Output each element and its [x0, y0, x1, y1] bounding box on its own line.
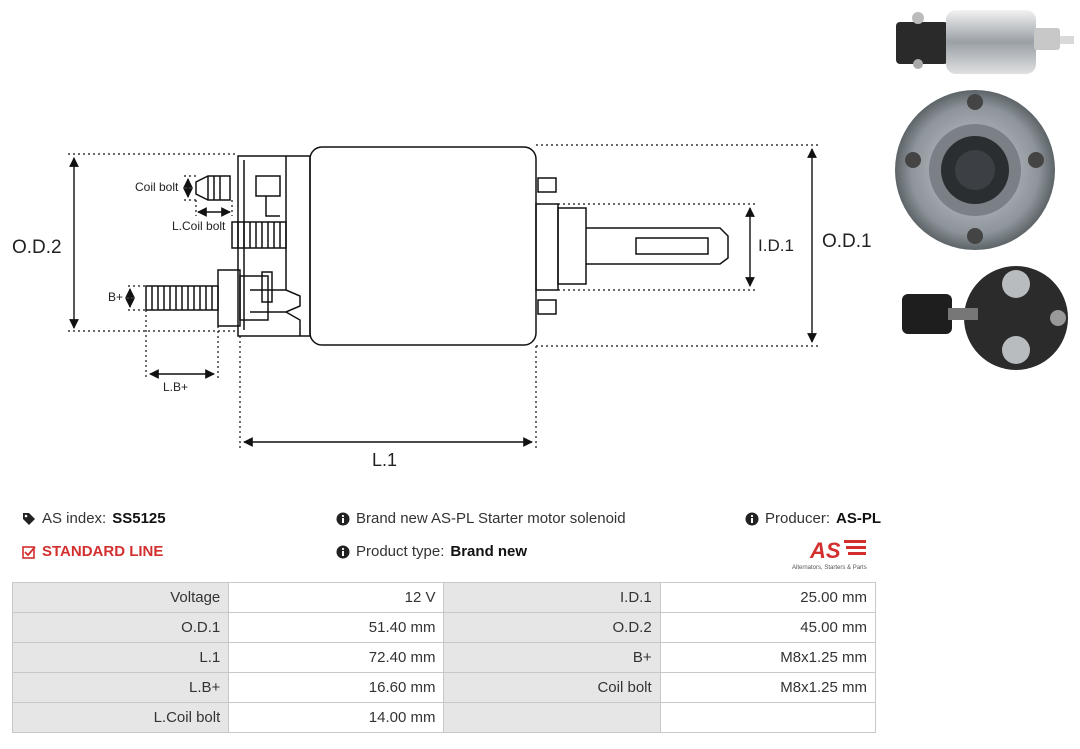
spec-value: 25.00 mm: [659, 582, 877, 613]
product-photos: [895, 10, 1074, 370]
standard-line-badge: STANDARD LINE: [22, 543, 163, 560]
standard-line-text: STANDARD LINE: [42, 543, 164, 560]
solenoid-body-shape: [309, 146, 537, 346]
info-icon: [336, 512, 350, 525]
spec-value: [659, 702, 877, 733]
spec-key: I.D.1: [443, 582, 661, 613]
spec-value: 72.40 mm: [228, 642, 445, 673]
spec-table: Voltage 12 V I.D.1 25.00 mm O.D.1 51.40 …: [11, 582, 877, 733]
description-row: Brand new AS-PL Starter motor solenoid: [336, 510, 626, 527]
spec-key: O.D.2: [443, 612, 661, 643]
table-row: L.B+ 16.60 mm Coil bolt M8x1.25 mm: [11, 672, 877, 703]
spec-key: [443, 702, 661, 733]
as-index-label: AS index:: [42, 510, 107, 527]
checkbox-icon: [22, 545, 36, 559]
logo-tagline: Alternators, Starters & Parts: [792, 565, 867, 571]
spec-key: L.1: [11, 642, 230, 673]
info-icon: [336, 545, 350, 558]
b-plus-label: B+: [108, 290, 123, 304]
l1-label: L.1: [372, 450, 397, 470]
spec-value: 45.00 mm: [659, 612, 877, 643]
producer-label: Producer:: [765, 510, 831, 527]
solenoid-side-photo: [896, 10, 1074, 74]
product-type-value: Brand new: [450, 543, 528, 560]
od2-label: O.D.2: [12, 237, 62, 258]
product-type-label: Product type:: [356, 543, 445, 560]
spec-value: 14.00 mm: [228, 702, 445, 733]
spec-value: 51.40 mm: [228, 612, 445, 643]
spec-value: M8x1.25 mm: [659, 642, 877, 673]
info-icon: [745, 512, 759, 525]
producer-row: Producer: AS-PL: [745, 510, 881, 527]
tag-icon: [23, 512, 35, 525]
spec-key: L.B+: [11, 672, 230, 703]
as-pl-logo: AS Alternators, Starters & Parts: [792, 538, 867, 571]
logo-text: AS: [809, 538, 841, 563]
l-coil-bolt-label: L.Coil bolt: [172, 219, 226, 233]
as-index-value: SS5125: [112, 510, 166, 527]
producer-value: AS-PL: [836, 510, 882, 527]
spec-key: B+: [443, 642, 661, 673]
table-row: O.D.1 51.40 mm O.D.2 45.00 mm: [11, 612, 877, 643]
table-row: L.Coil bolt 14.00 mm: [11, 702, 877, 733]
spec-key: Voltage: [11, 582, 230, 613]
table-row: L.1 72.40 mm B+ M8x1.25 mm: [11, 642, 877, 673]
spec-value: 12 V: [228, 582, 445, 613]
solenoid-rear-photo: [902, 266, 1068, 370]
id1-label: I.D.1: [758, 236, 794, 255]
od1-label: O.D.1: [822, 231, 872, 252]
as-index: AS index: SS5125: [22, 510, 166, 527]
spec-key: O.D.1: [11, 612, 230, 643]
technical-drawing: O.D.2 O.D.1 I.D.1 L.1 Coil bolt L.Coil b…: [12, 144, 872, 470]
spec-key: Coil bolt: [443, 672, 661, 703]
spec-value: 16.60 mm: [228, 672, 445, 703]
solenoid-front-photo: [895, 90, 1055, 250]
description-text: Brand new AS-PL Starter motor solenoid: [356, 510, 626, 527]
l-b-plus-label: L.B+: [163, 380, 188, 394]
product-type-row: Product type: Brand new: [336, 543, 527, 560]
coil-bolt-label: Coil bolt: [135, 180, 179, 194]
spec-value: M8x1.25 mm: [659, 672, 877, 703]
table-row: Voltage 12 V I.D.1 25.00 mm: [11, 582, 877, 613]
spec-key: L.Coil bolt: [11, 702, 230, 733]
